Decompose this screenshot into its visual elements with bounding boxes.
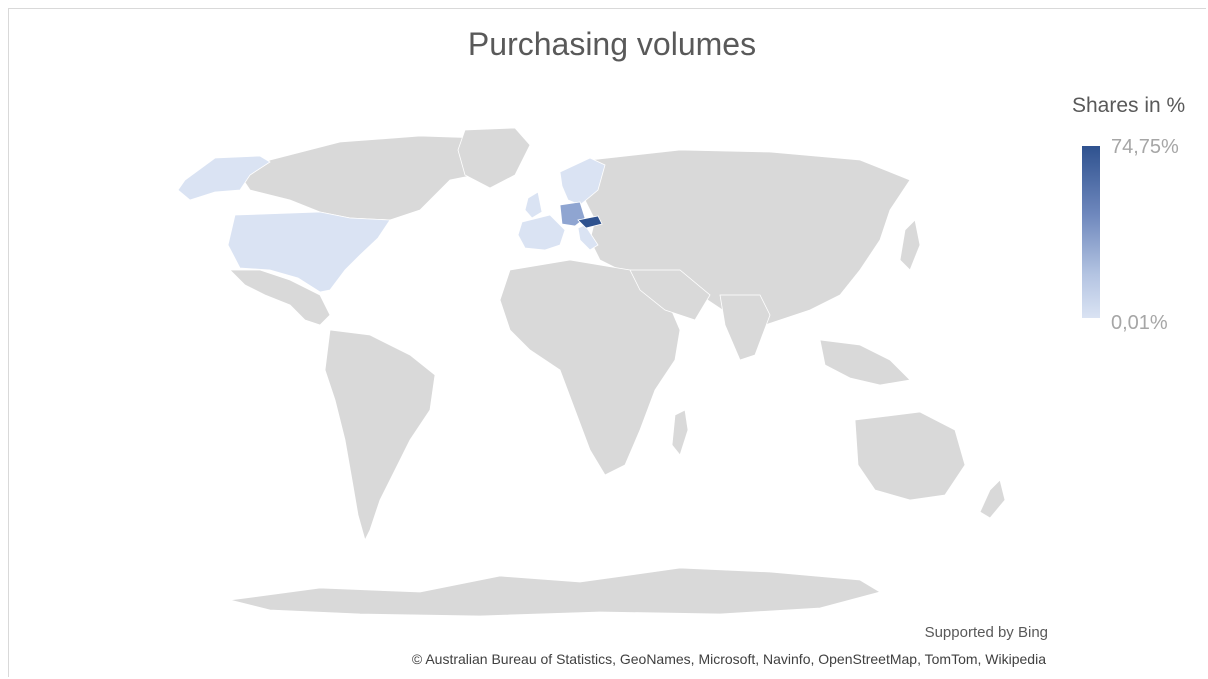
legend-title: Shares in % <box>1072 94 1186 117</box>
region-greenland <box>457 127 531 189</box>
region-scandinavia <box>559 157 606 206</box>
region-mexico <box>229 269 331 326</box>
region-canada <box>239 135 521 221</box>
region-japan <box>899 219 921 271</box>
supported-by-text: Supported by Bing <box>924 624 1048 641</box>
region-alaska <box>177 155 271 201</box>
region-new-zealand <box>979 479 1006 519</box>
legend-min-label: 0,01% <box>1111 312 1168 334</box>
region-australia <box>854 411 966 501</box>
region-usa <box>227 211 391 293</box>
region-austria <box>577 215 603 229</box>
chart-frame <box>8 8 1206 677</box>
region-middle-east <box>629 269 711 321</box>
region-south-america <box>324 329 436 542</box>
region-madagascar <box>671 409 689 456</box>
region-se-asia <box>819 339 911 386</box>
region-india <box>719 294 771 361</box>
region-france-spain <box>517 214 566 251</box>
legend-color-scale <box>1082 146 1100 318</box>
region-uk <box>524 191 543 219</box>
region-antarctica <box>229 567 882 617</box>
map-title: Purchasing volumes <box>467 26 757 62</box>
legend-max-label: 74,75% <box>1111 136 1179 158</box>
world-map[interactable] <box>120 120 1020 620</box>
copyright-text: © Australian Bureau of Statistics, GeoNa… <box>411 651 1046 667</box>
